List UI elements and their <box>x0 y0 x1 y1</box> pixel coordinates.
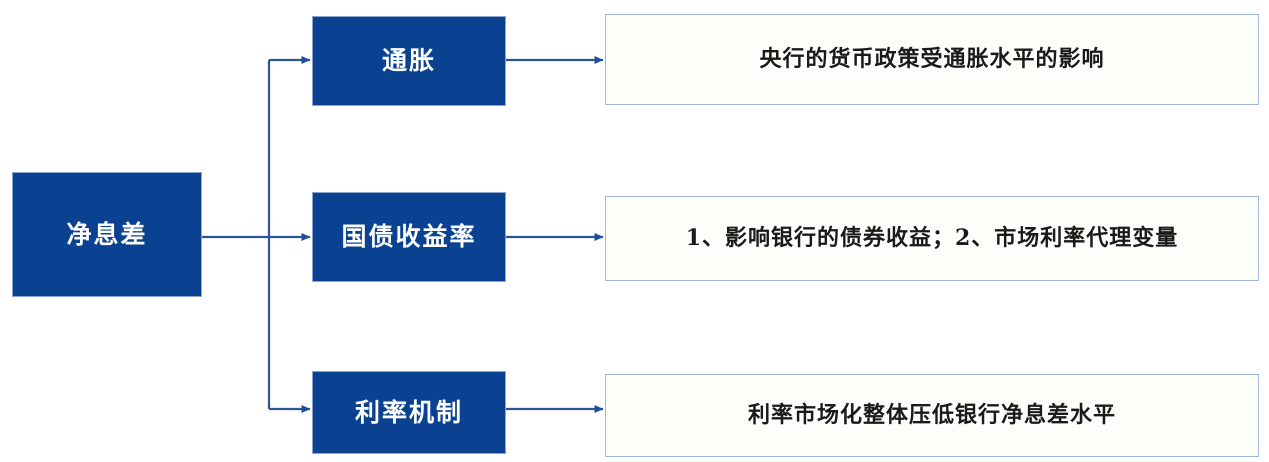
node-branch-inflation-label: 通胀 <box>381 46 436 75</box>
node-description-rate-mechanism: 利率市场化整体压低银行净息差水平 <box>605 374 1259 457</box>
node-description-inflation: 央行的货币政策受通胀水平的影响 <box>605 14 1259 105</box>
node-branch-treasury-yield-label: 国债收益率 <box>341 222 477 251</box>
node-description-inflation-label: 央行的货币政策受通胀水平的影响 <box>759 46 1105 73</box>
node-root-label: 净息差 <box>66 219 148 249</box>
node-description-treasury-yield-label: 1、影响银行的债券收益；2、市场利率代理变量 <box>685 225 1179 252</box>
node-description-treasury-yield: 1、影响银行的债券收益；2、市场利率代理变量 <box>605 196 1259 281</box>
node-branch-treasury-yield: 国债收益率 <box>312 192 506 282</box>
node-branch-inflation: 通胀 <box>312 16 506 106</box>
node-description-rate-mechanism-label: 利率市场化整体压低银行净息差水平 <box>747 402 1116 429</box>
node-branch-rate-mechanism-label: 利率机制 <box>354 397 463 427</box>
node-branch-rate-mechanism: 利率机制 <box>312 371 506 454</box>
node-root: 净息差 <box>12 172 202 297</box>
